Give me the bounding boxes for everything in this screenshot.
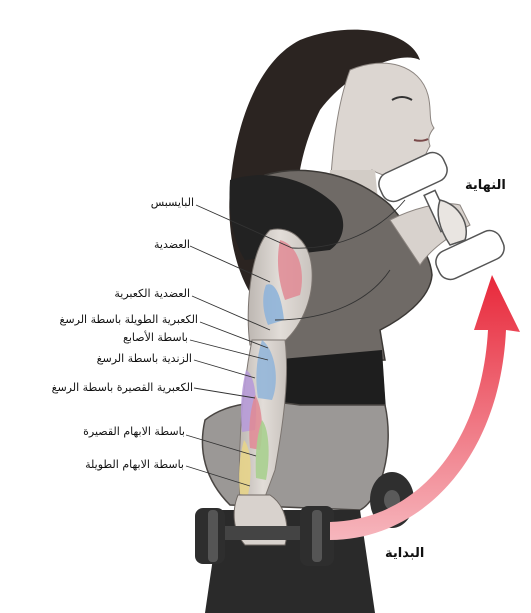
label-brachioradialis: العضدية الكعبرية bbox=[90, 287, 190, 300]
label-epl: باسطة الابهام الطويلة bbox=[46, 458, 184, 471]
label-ecu: الزندية باسطة الرسغ bbox=[54, 352, 192, 365]
label-ext-digitorum: باسطة الأصابع bbox=[98, 331, 188, 344]
label-start-position: البداية bbox=[385, 546, 424, 561]
label-ecrl: الكعبرية الطويلة باسطة الرسغ bbox=[18, 313, 198, 326]
label-end-position: النهاية bbox=[465, 178, 506, 193]
shorts bbox=[202, 402, 388, 510]
midriff bbox=[270, 350, 386, 410]
label-biceps: البايسبس bbox=[130, 196, 194, 209]
label-ecrb: الكعبرية القصيرة باسطة الرسغ bbox=[5, 381, 193, 394]
label-brachialis: العضدية bbox=[130, 238, 190, 251]
label-epb: باسطة الابهام القصيرة bbox=[40, 425, 185, 438]
